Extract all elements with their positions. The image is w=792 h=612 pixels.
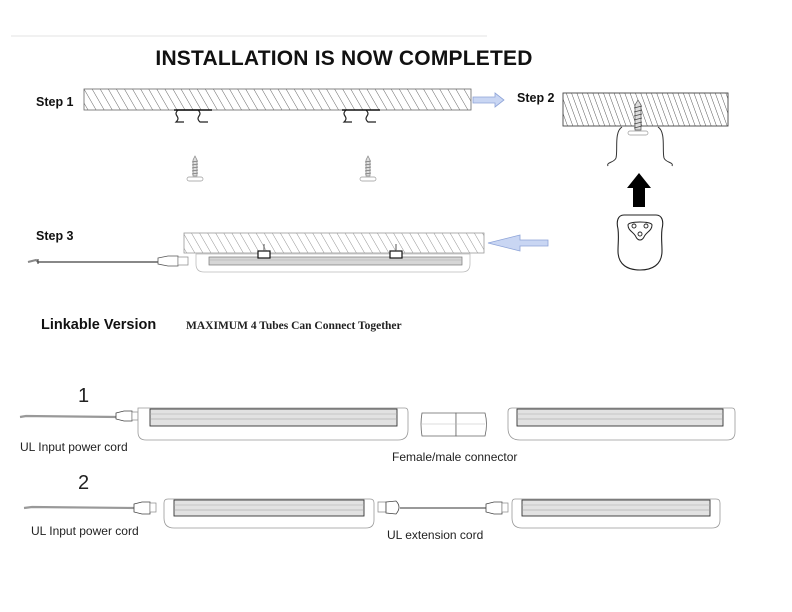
up-arrow-icon xyxy=(627,173,651,207)
led-tube-fixture xyxy=(511,498,721,529)
config-1-number: 1 xyxy=(78,385,90,407)
mounting-clip-icon xyxy=(607,126,673,167)
screw-icon xyxy=(627,99,649,136)
led-tube-fixture xyxy=(137,407,409,441)
config-1-caption-connector: Female/male connector xyxy=(392,450,518,464)
power-cord-icon xyxy=(27,255,189,267)
step-2-label: Step 2 xyxy=(517,91,555,105)
step-3-label: Step 3 xyxy=(36,229,74,243)
mounting-clip-icon xyxy=(342,109,380,123)
config-1-caption-cord: UL Input power cord xyxy=(20,440,128,454)
led-tube-fixture xyxy=(507,407,736,441)
screw-icon xyxy=(359,155,377,182)
step-1-label: Step 1 xyxy=(36,95,74,109)
linkable-note: MAXIMUM 4 Tubes Can Connect Together xyxy=(186,320,402,332)
led-tube-fixture xyxy=(163,498,375,529)
page-title-text: INSTALLATION IS NOW COMPLETED xyxy=(155,47,533,70)
top-divider xyxy=(11,35,487,37)
right-arrow-icon xyxy=(472,92,505,108)
config-2-number: 2 xyxy=(78,472,90,494)
extension-cord-icon xyxy=(377,500,509,515)
end-cap-icon xyxy=(616,214,664,271)
ceiling-board xyxy=(83,88,472,111)
connector-icon xyxy=(420,412,487,437)
mounting-clip-icon xyxy=(174,109,212,123)
page-title: INSTALLATION IS NOW COMPLETED xyxy=(0,47,688,71)
config-2-caption-cord: UL Input power cord xyxy=(31,524,139,538)
linkable-heading: Linkable Version xyxy=(41,317,157,333)
ceiling-board xyxy=(183,232,485,254)
left-arrow-icon xyxy=(487,234,549,252)
mounting-clip-icon xyxy=(257,244,403,259)
config-2-caption-extension: UL extension cord xyxy=(387,528,484,542)
power-cord-icon xyxy=(23,501,157,515)
ceiling-board xyxy=(562,92,729,127)
screw-icon xyxy=(186,155,204,182)
power-cord-icon xyxy=(19,410,139,422)
